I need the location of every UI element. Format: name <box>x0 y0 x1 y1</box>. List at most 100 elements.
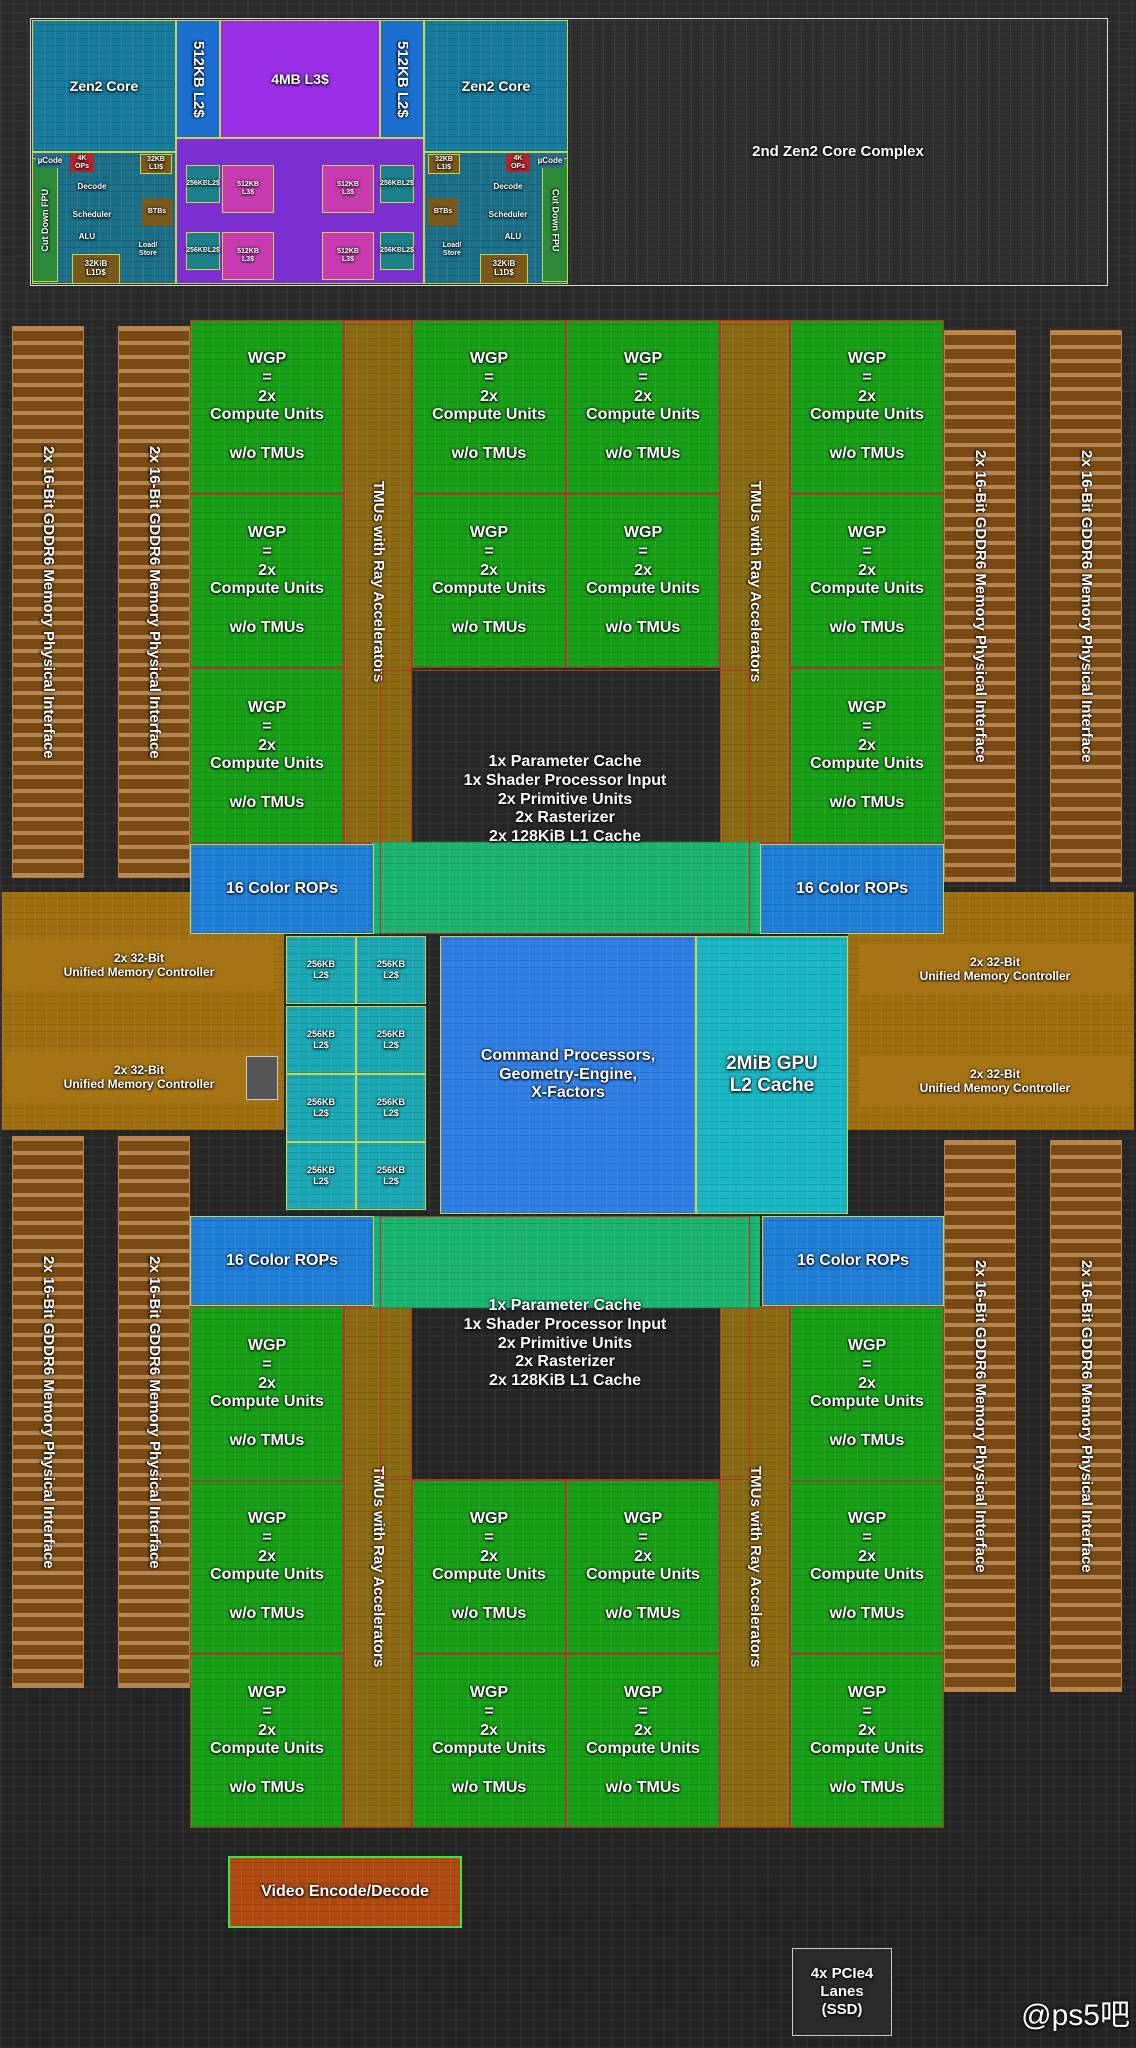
shader-engine-bottom-base <box>372 1216 760 1308</box>
wgp-label: WGP <box>469 523 509 541</box>
load-store-block: Load/Store <box>434 236 470 264</box>
load-store-label: Store <box>139 250 157 257</box>
shader-label: 1x Shader Processor Input <box>463 771 667 789</box>
wgp-label: = <box>862 717 872 735</box>
wgp-label: = <box>862 368 872 386</box>
l2-small-label: 256KB <box>186 180 208 188</box>
wgp-label: = <box>484 1702 494 1720</box>
wgp-label: WGP <box>847 349 887 367</box>
umc-label: 2x 32-Bit <box>969 954 1021 969</box>
fpu-label: Cut Down FPU <box>39 188 50 252</box>
wgp-label: = <box>262 1702 272 1720</box>
l3-small-label: 512KB <box>337 181 359 189</box>
shader-label: 1x Parameter Cache <box>488 752 642 770</box>
ucode-block: µCode <box>536 154 564 168</box>
wgp-label: = <box>484 1528 494 1546</box>
shader-label: 2x 128KiB L1 Cache <box>488 828 642 846</box>
gddr6-phy: 2x 16-Bit GDDR6 Memory Physical Interfac… <box>12 326 84 878</box>
zen2-core-right: Zen2 Core <box>424 20 568 152</box>
umc-label: Unified Memory Controller <box>919 1081 1071 1095</box>
wgp-label: w/o TMUs <box>829 1779 905 1797</box>
l1d-label: L1D$ <box>494 268 514 277</box>
load-store-block: Load/Store <box>130 236 166 264</box>
wgp-label: 2x <box>258 387 276 405</box>
scheduler-block: Scheduler <box>72 209 112 219</box>
ops-label: OPs <box>74 163 89 170</box>
l2-slice-label: L2$ <box>383 1040 399 1050</box>
wgp-label: w/o TMUs <box>229 445 305 463</box>
tmu-ray-accelerators: TMUs with Ray Accelerators <box>720 320 790 844</box>
wgp-label: w/o TMUs <box>451 619 527 637</box>
gddr6-label: 2x 16-Bit GDDR6 Memory Physical Interfac… <box>39 1255 57 1569</box>
l1i-label: 32KB <box>147 156 165 164</box>
wgp-label: WGP <box>247 1336 287 1354</box>
wgp-label: = <box>262 1528 272 1546</box>
wgp-label: WGP <box>247 698 287 716</box>
l2-slice-label: L2$ <box>313 970 329 980</box>
gddr6-label: 2x 16-Bit GDDR6 Memory Physical Interfac… <box>971 449 989 763</box>
wgp-label: = <box>262 542 272 560</box>
wgp-label: Compute Units <box>810 580 924 598</box>
wgp-label: w/o TMUs <box>451 1779 527 1797</box>
l2-cache-left: 512KB L2$ <box>176 20 220 138</box>
wgp-label: = <box>484 368 494 386</box>
gddr6-phy: 2x 16-Bit GDDR6 Memory Physical Interfac… <box>944 1140 1016 1692</box>
l2-small-label: 256KB <box>380 180 402 188</box>
tmu-ray-accelerators: TMUs with Ray Accelerators <box>344 320 412 844</box>
command-processors: Command Processors,Geometry-Engine,X-Fac… <box>440 936 696 1214</box>
video-encode-decode: Video Encode/Decode <box>228 1856 462 1928</box>
shader-engine-top-base <box>372 842 760 934</box>
wgp-label: w/o TMUs <box>605 445 681 463</box>
wgp-label: = <box>262 368 272 386</box>
wgp-label: 2x <box>258 1547 276 1565</box>
l2-cache-right: 512KB L2$ <box>380 20 424 138</box>
fpu-block: Cut Down FPU <box>542 158 568 282</box>
l2-label: 512KB L2$ <box>189 40 207 118</box>
gddr6-label: 2x 16-Bit GDDR6 Memory Physical Interfac… <box>145 445 163 759</box>
wgp-label: 2x <box>858 561 876 579</box>
tmu-label: TMUs with Ray Accelerators <box>369 481 387 683</box>
cpu-complex-frame <box>30 18 1108 286</box>
l2-slice-label: 256KB <box>306 1029 335 1040</box>
watermark: @ps5吧 <box>1021 1999 1130 2033</box>
wgp-label: WGP <box>623 523 663 541</box>
wgp-label: = <box>638 542 648 560</box>
decode-block: Decode <box>77 181 107 191</box>
wgp-label: Compute Units <box>210 1566 324 1584</box>
gpu-l2-label: 2MiB GPU <box>726 1052 818 1074</box>
fpu-block: Cut Down FPU <box>32 158 58 282</box>
wgp-label: = <box>262 1355 272 1373</box>
shader-label: 2x Rasterizer <box>515 1353 615 1371</box>
wgp-label: WGP <box>847 698 887 716</box>
l1d-label: 32KiB <box>492 259 516 269</box>
l2-label: 512KB L2$ <box>393 40 411 118</box>
pcie-label: (SSD) <box>821 2000 863 2018</box>
wgp-label: WGP <box>623 1683 663 1701</box>
wgp-label: Compute Units <box>432 580 546 598</box>
l2-small-label: L2$ <box>207 180 220 188</box>
wgp-label: = <box>862 542 872 560</box>
tmu-label: TMUs with Ray Accelerators <box>746 1466 764 1668</box>
l2-slice-label: L2$ <box>313 1040 329 1050</box>
shader-label: 2x Primitive Units <box>497 790 633 808</box>
l2-slice-label: L2$ <box>383 1108 399 1118</box>
